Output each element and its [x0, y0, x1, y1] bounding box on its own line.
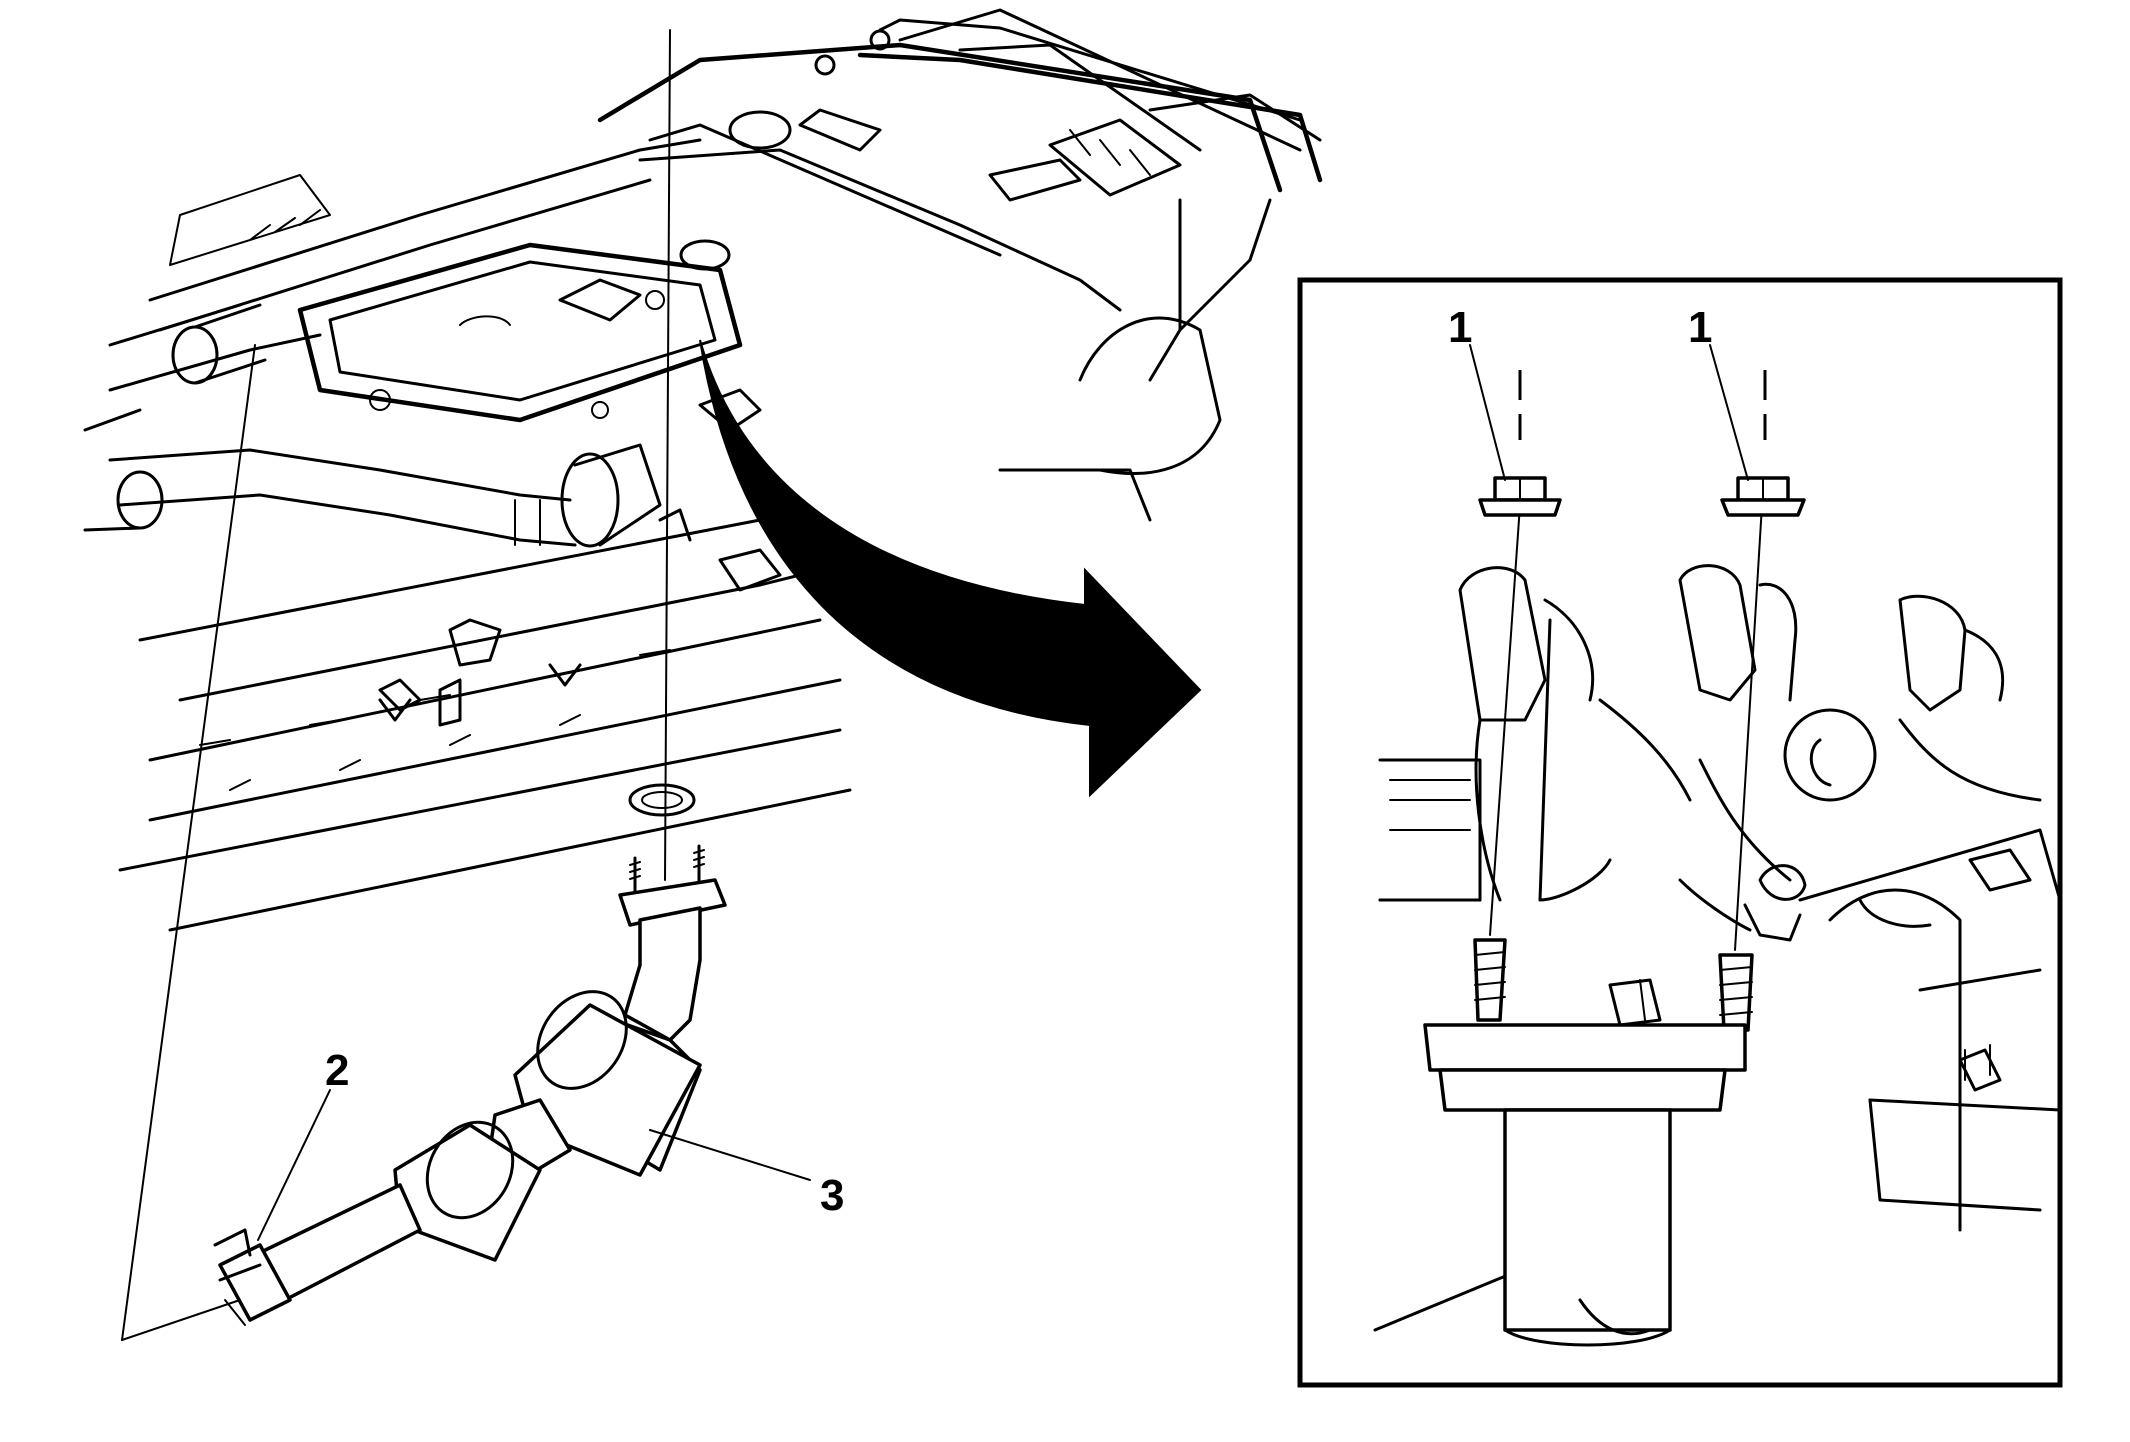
- callout-1-leader-right: [1709, 344, 1749, 481]
- vehicle-underbody: [83, 8, 1323, 932]
- bolt-guide-line-left: [1489, 504, 1521, 936]
- catalytic-converter-assembly: [213, 783, 727, 1326]
- inset-studs: [1473, 938, 1754, 1032]
- flange-nut-right: [1720, 476, 1806, 517]
- callout-2-label: 2: [325, 1046, 349, 1095]
- callout-1-leader-left: [1469, 344, 1506, 481]
- detail-view-arrow: [699, 339, 1202, 798]
- rear-pipe-guide-line-a: [121, 344, 256, 1341]
- callout-1-label-left: 1: [1448, 303, 1472, 352]
- callout-1-label-right: 1: [1688, 303, 1712, 352]
- callout-3-leader: [649, 1129, 811, 1181]
- inset-pipe-flange: [1423, 978, 1747, 1112]
- detail-inset-frame: [1297, 277, 2063, 1388]
- flange-alignment-line: [664, 29, 671, 881]
- flange-nut-left: [1478, 476, 1562, 517]
- callout-2-leader: [257, 1089, 331, 1241]
- flange-gasket: [628, 783, 696, 817]
- inset-exhaust-pipe: [1503, 1108, 1672, 1347]
- detail-inset-drawing: [1373, 564, 2062, 1332]
- rear-pipe-guide-line-b: [121, 1299, 241, 1341]
- bolt-guide-line-right: [1734, 504, 1763, 951]
- callout-3-label: 3: [820, 1171, 844, 1220]
